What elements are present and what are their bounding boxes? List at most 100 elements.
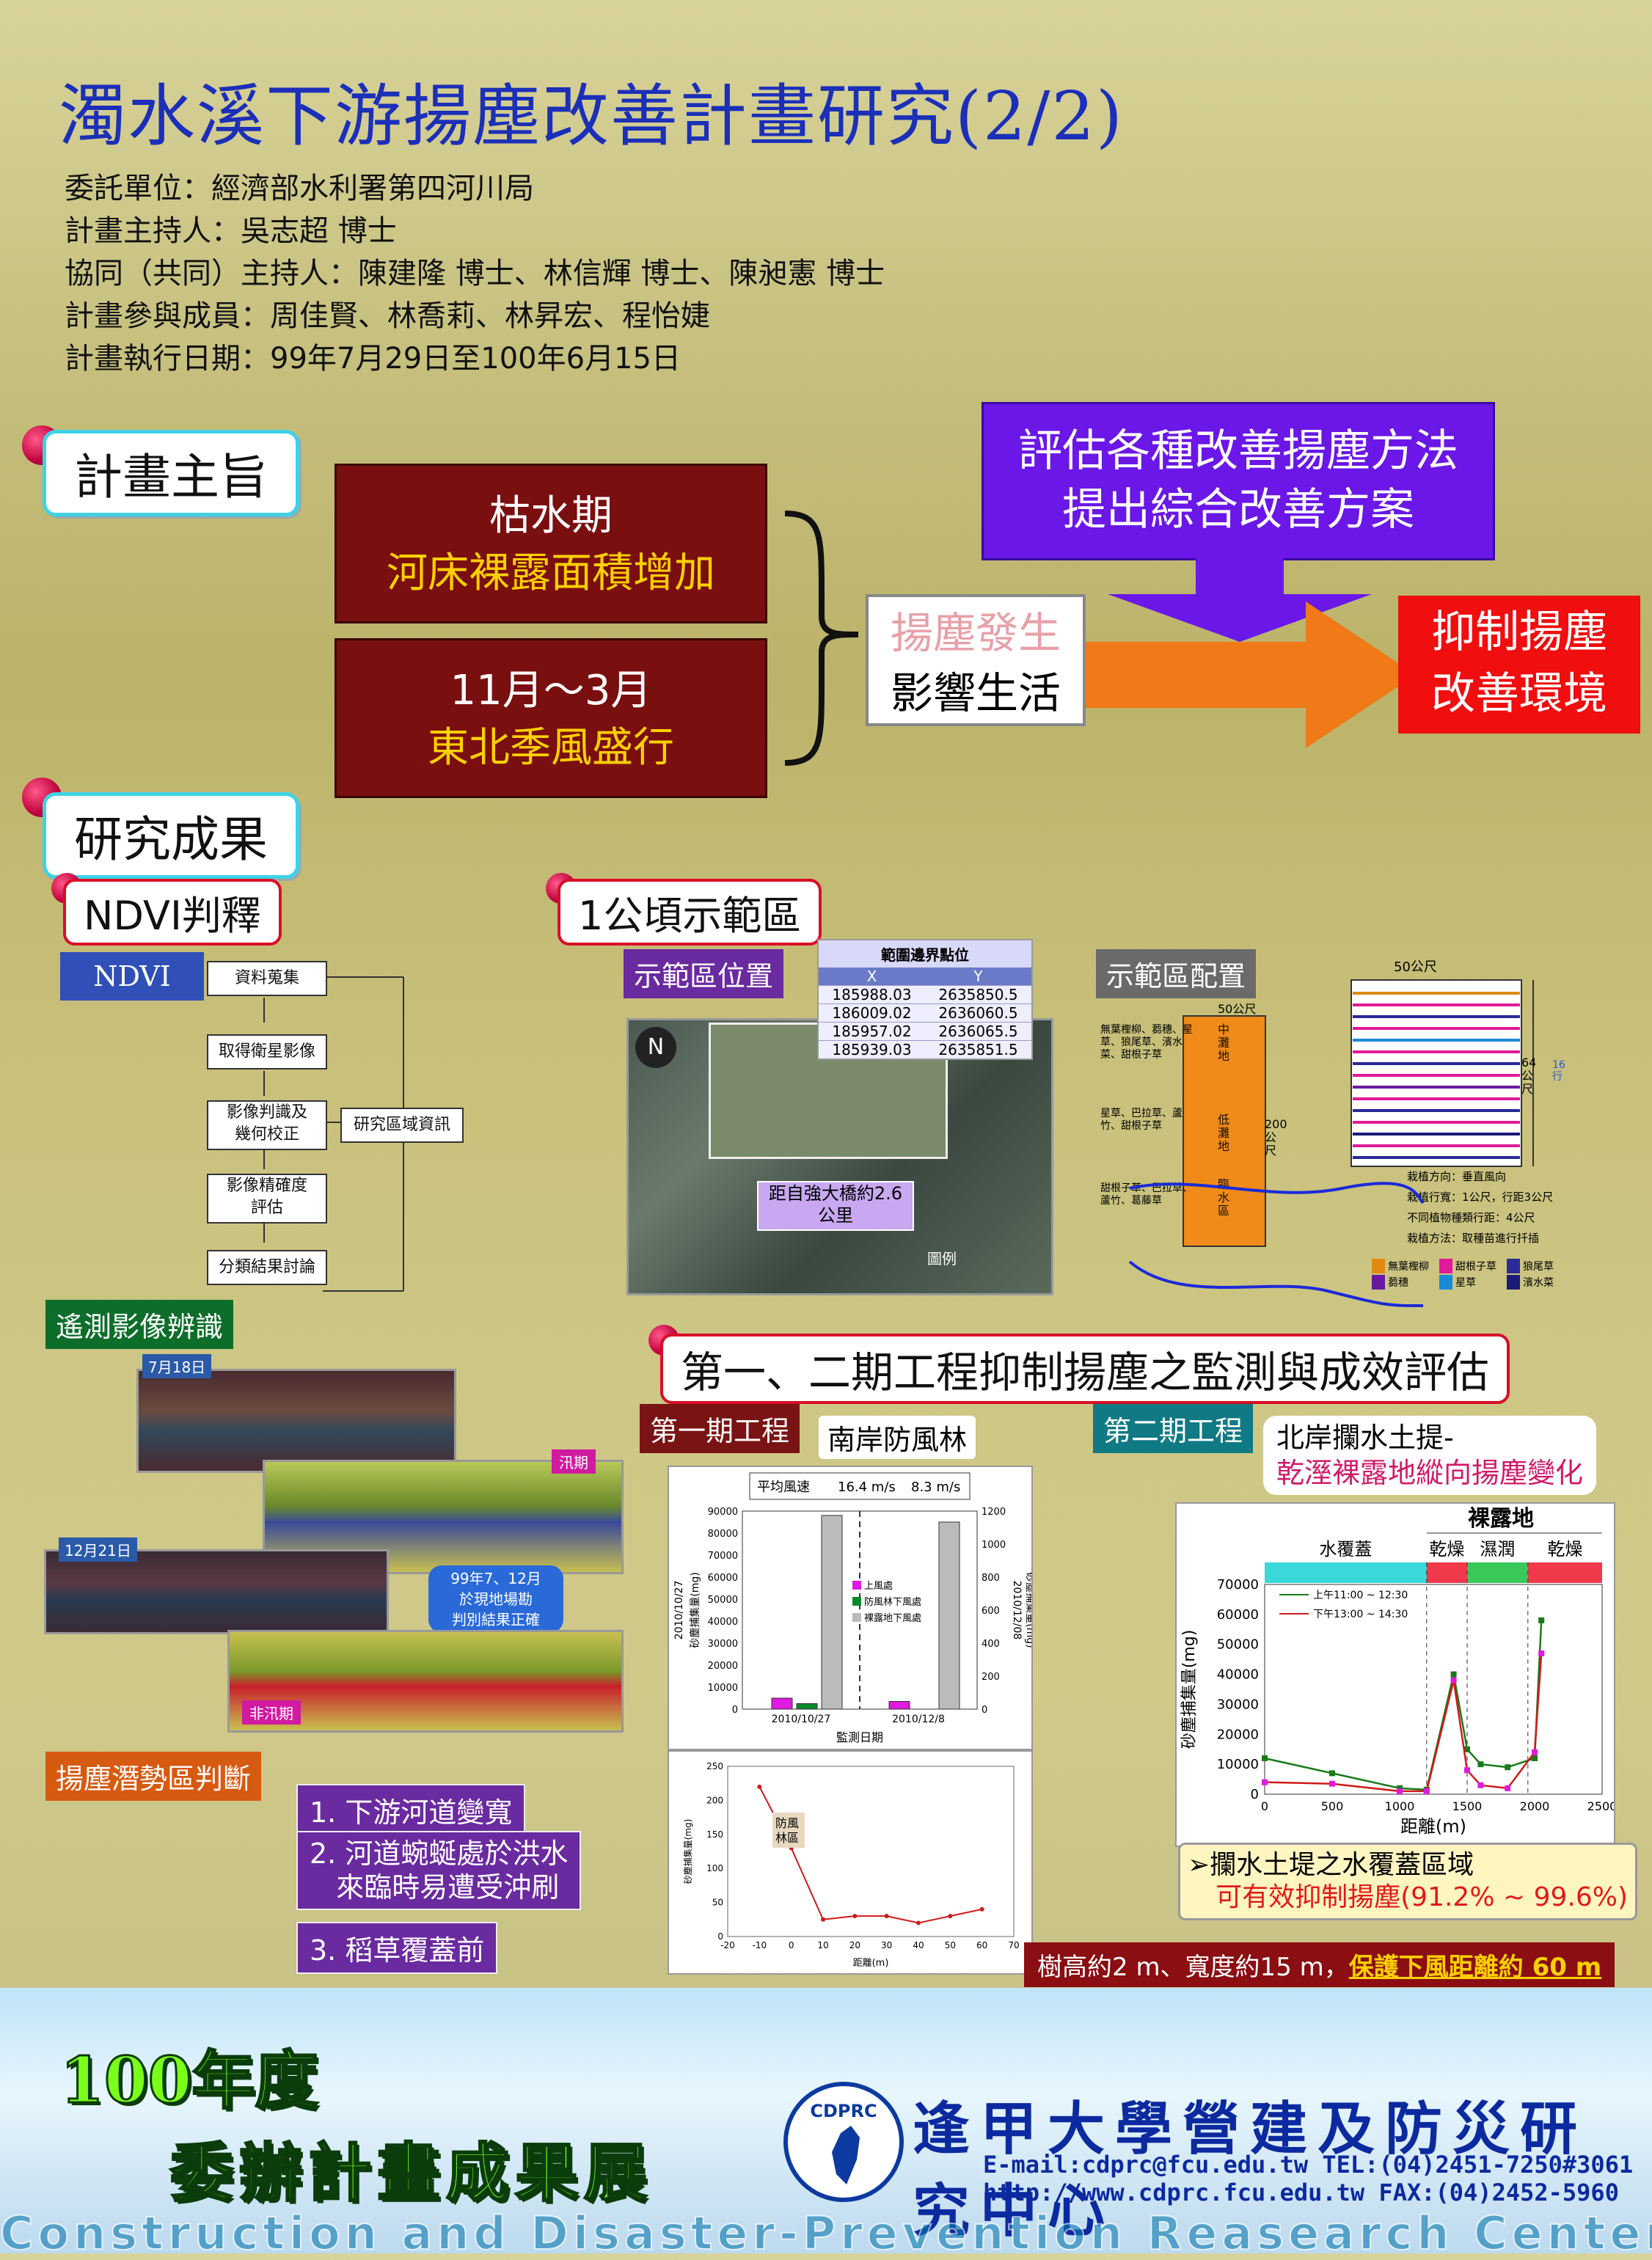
ndvi-step: 影像精確度 評估: [207, 1174, 327, 1224]
data-point: [979, 1906, 984, 1912]
footer-watermark: Construction and Disaster-Prevention Rea…: [0, 2206, 1652, 2260]
data-point: [1329, 1780, 1335, 1787]
conclusion-line1: ➢攔水土堤之水覆蓋區域: [1188, 1850, 1474, 1880]
table-cell: 2636060.5: [938, 1004, 1018, 1022]
bar: [821, 1515, 843, 1710]
plant-list: 無葉檉柳、蒭穗、星 草、狼尾草、濱水 菜、甜根子草: [1100, 1024, 1193, 1061]
data-point: [1450, 1671, 1457, 1678]
y-tick-label: 250: [706, 1761, 723, 1771]
ndvi-heading: NDVI判釋: [63, 879, 282, 946]
demo-config-label: 示範區配置: [1096, 949, 1257, 998]
table-cell: 2635850.5: [938, 986, 1018, 1003]
legend-item: 甜根子草: [1439, 1259, 1496, 1273]
evaluate-line2: 提出綜合改善方案: [1062, 484, 1414, 535]
y-tick-label: 40000: [1217, 1667, 1259, 1683]
table-header: X Y: [819, 968, 1031, 985]
y-tick-label: 60000: [1217, 1607, 1259, 1623]
tree-note: 樹高約2 m、寬度約15 m，保護下風距離約 60 m: [1024, 1942, 1615, 1987]
x-tick-label: 2500: [1587, 1799, 1614, 1813]
zone-band: [1265, 1562, 1427, 1583]
data-point: [1262, 1779, 1268, 1785]
legend-label: 上風處: [864, 1581, 893, 1592]
x-tick-label: 0: [1261, 1799, 1268, 1813]
side-label: 2010/12/08: [1011, 1581, 1023, 1640]
phase2-sub-line1: 北岸攔水土提-: [1276, 1422, 1454, 1454]
header-value: 8.3 m/s: [911, 1480, 960, 1495]
credit-line: 計畫參與成員：周佳賢、林喬莉、林昇宏、程怡婕: [65, 299, 710, 333]
reason-item: 1. 下游河道變寬: [296, 1784, 526, 1836]
date-label: 7月18日: [142, 1354, 212, 1378]
org-name: 逢甲大學營建及防災研究中心: [913, 2096, 1588, 2245]
brace-icon: [784, 511, 859, 766]
x-tick-label: 60: [976, 1940, 987, 1950]
y-tick-label: 150: [706, 1829, 723, 1840]
legend-label: 裸露地下風處: [864, 1613, 921, 1624]
series-line: [759, 1786, 982, 1924]
data-point: [1538, 1617, 1545, 1624]
x-tick-label: 500: [1321, 1799, 1344, 1813]
x-tick-label: 1500: [1452, 1799, 1483, 1813]
demo-heading: 1公頃示範區: [558, 879, 822, 946]
x-tick-label: 2000: [1520, 1799, 1550, 1813]
phase2-sub-line2: 乾溼裸露地縱向揚塵變化: [1276, 1457, 1584, 1489]
phase1-sub: 南岸防風林: [819, 1416, 976, 1459]
data-point: [1329, 1770, 1335, 1777]
monitor-heading: 第一、二期工程抑制揚塵之監測與成效評估: [660, 1334, 1510, 1404]
x-tick-label: -10: [753, 1940, 767, 1950]
page-title: 濁水溪下游揚塵改善計畫研究(2/2): [59, 77, 1124, 156]
purpose-heading: 計畫主旨: [43, 430, 299, 516]
y-tick-label: 10000: [708, 1683, 738, 1694]
plot-frame: [1264, 1584, 1603, 1795]
x-tick-label: 2010/12/8: [892, 1714, 945, 1725]
dust-occurs-box: 揚塵發生 影響生活: [866, 594, 1086, 726]
y-tick-label: 100: [706, 1863, 723, 1873]
phase2-label: 第二期工程: [1093, 1404, 1254, 1453]
dry-season-box: 枯水期 河床裸露面積增加: [335, 464, 767, 623]
annotation: 林區: [775, 1831, 799, 1845]
x-tick-label: 50: [945, 1940, 956, 1950]
table-title: 範圍邊界點位: [819, 940, 1031, 968]
y-axis-label: 砂塵捕集量(mg): [689, 1572, 701, 1648]
data-point: [1477, 1761, 1484, 1768]
evaluate-line1: 評估各種改善揚塵方法: [1018, 425, 1458, 477]
x-tick-label: 0: [789, 1940, 794, 1950]
y-tick-label: 0: [732, 1705, 738, 1716]
legend-item: 無葉檉柳: [1372, 1259, 1429, 1273]
x-axis-label: 距離(m): [853, 1958, 889, 1969]
zone-label: 乾燥: [1429, 1539, 1464, 1559]
table-col: Y: [973, 968, 983, 985]
river-line: [1128, 1182, 1425, 1307]
zone-label: 臨 水 區: [1218, 1177, 1230, 1218]
y-tick-label: 60000: [708, 1573, 738, 1584]
legend-swatch: [852, 1581, 861, 1590]
table-col: X: [866, 968, 877, 985]
zone-label: 乾燥: [1547, 1539, 1582, 1559]
legend-label: 上午11:00 ~ 12:30: [1313, 1590, 1408, 1601]
legend-item: 蒭穗: [1372, 1275, 1429, 1290]
data-point: [948, 1914, 953, 1919]
zone-top-label: 裸露地: [1468, 1506, 1534, 1532]
legend-swatch: [852, 1613, 861, 1622]
zone-label: 低 灘 地: [1218, 1113, 1230, 1153]
distance-label: 距自強大橋約2.6 公里: [757, 1181, 914, 1231]
data-point: [852, 1914, 858, 1919]
data-point: [1423, 1788, 1430, 1794]
x-tick-label: 1000: [1385, 1799, 1415, 1813]
y-tick-label: 50000: [1217, 1637, 1259, 1653]
y-tick-label: 20000: [708, 1661, 738, 1672]
header-frame: [749, 1472, 971, 1500]
planting-notes: 栽植方向：垂直風向 栽植行寬：1公尺，行距3公尺 不同植物種類行距：4公尺 栽植…: [1407, 1166, 1553, 1248]
result-line2: 改善環境: [1431, 668, 1607, 720]
distance-line-chart: 裸露地水覆蓋乾燥濕潤乾燥0100002000030000400005000060…: [1180, 1506, 1617, 1837]
table-cell: 185939.03: [832, 1041, 912, 1058]
side-label: 2010/10/27: [673, 1581, 685, 1640]
bar: [771, 1697, 793, 1710]
note-line: 不同植物種類行距：4公尺: [1407, 1211, 1535, 1224]
data-point: [1477, 1782, 1484, 1788]
data-point: [1505, 1785, 1511, 1791]
zone-column: [1183, 1015, 1266, 1247]
field-check-callout: 99年7、12月 於現地場勘 判別結果正確: [428, 1565, 563, 1633]
x-axis-label: 監測日期: [836, 1730, 883, 1744]
data-point: [1464, 1746, 1470, 1752]
